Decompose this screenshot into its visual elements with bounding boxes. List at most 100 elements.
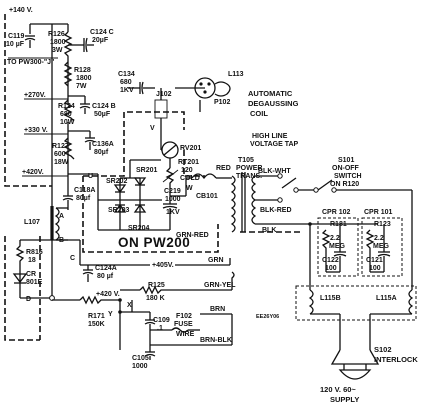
r127-ref: R127 <box>52 143 69 150</box>
node-v: V <box>150 125 155 132</box>
r125-resistor <box>120 285 200 295</box>
r181-ref: R181 <box>330 221 347 228</box>
high-line-label: HIGH LINE <box>252 133 288 140</box>
s101-switch: SWITCH <box>334 173 362 180</box>
wire-red-label: RED <box>216 165 231 172</box>
node-a: A <box>59 213 64 220</box>
node-d: D <box>26 296 31 303</box>
s101-on-r120: ON R120 <box>330 181 359 188</box>
c134-ref: C134 <box>118 71 135 78</box>
c124a-value: 80 µf <box>97 273 114 280</box>
wire-grn-red-label: GRN-RED <box>176 232 209 239</box>
r127-resistor <box>63 137 75 160</box>
f102-wire: WIRE <box>176 331 195 338</box>
r126-watt: 3W <box>52 47 63 54</box>
rail-330v-label: +330 V. <box>24 127 48 134</box>
on-pw200-label: ON PW200 <box>118 235 190 250</box>
r123-value: 2.2 <box>374 235 384 242</box>
r126-value: 1800 <box>50 39 66 46</box>
l115-chokes <box>295 285 417 350</box>
wire-blk-wht-label: BLK-WHT <box>258 168 291 175</box>
node-w: W <box>186 185 193 192</box>
to-pw300-label: TO PW300-"J" <box>7 59 54 66</box>
cpr102-ref: CPR 102 <box>322 209 351 216</box>
cb101-ref: CB101 <box>196 193 218 200</box>
r124-watt: 10W <box>60 119 75 126</box>
j102-connector <box>154 88 168 128</box>
s101-switch <box>277 173 413 216</box>
c109-ref: C109 <box>153 317 170 324</box>
c122-ref: C122 <box>322 257 339 264</box>
cr801e-value: 801E <box>26 279 43 286</box>
t105-transformer <box>230 172 278 233</box>
r171-ref: R171 <box>88 313 105 320</box>
r126-ref: R126 <box>48 31 65 38</box>
sr201-ref: SR201 <box>136 167 158 174</box>
c119-capacitor <box>24 35 36 48</box>
voltage-tap-label: VOLTAGE TAP <box>250 141 299 148</box>
board-border-pw200 <box>82 111 300 253</box>
c219-voltage: 1KV <box>166 209 180 216</box>
rail-405v <box>52 239 150 266</box>
c122-value: 100 <box>325 265 337 272</box>
cpr101-block <box>361 216 413 290</box>
r171-value: 150K <box>88 321 105 328</box>
r126-resistor <box>63 31 73 60</box>
c109-value: .1 <box>157 325 163 332</box>
r127-value: 600 <box>54 151 66 158</box>
c136a-value: 80µf <box>94 149 109 156</box>
rail-405v-label: +405V. <box>152 262 174 269</box>
r123-ref: R123 <box>374 221 391 228</box>
cb101-breaker <box>170 173 232 197</box>
c134-capacitor <box>128 81 155 95</box>
t105-trans: TRANS. <box>236 173 262 180</box>
r123-unit: MEG <box>373 243 390 250</box>
cr801e-diode <box>12 266 28 298</box>
board-border-left <box>4 14 52 341</box>
cpr101-ref: CPR 101 <box>364 209 393 216</box>
c118a-capacitor <box>62 190 74 210</box>
c119-ref: C119 <box>8 33 24 40</box>
r816-value: 18 <box>28 257 36 264</box>
rectifier-bridge <box>97 159 170 231</box>
l107-ref: L107 <box>24 219 40 226</box>
c124c-capacitor <box>68 37 94 53</box>
secondary-leads <box>175 258 235 346</box>
wire-grn-yel-label: GRN-YEL <box>204 282 236 289</box>
rail-270v-label: +270V. <box>24 92 46 99</box>
r125-ref: R125 <box>148 282 165 289</box>
c124b-capacitor <box>79 96 91 114</box>
degauss-line3: COIL <box>250 109 268 118</box>
c134-voltage: 1KV <box>120 87 134 94</box>
c124b-ref: C124 B <box>92 103 116 110</box>
s102-ref: S102 <box>374 345 392 354</box>
s102-interlock <box>330 349 380 380</box>
c119-value: 10 µF <box>6 41 25 48</box>
node-c: C <box>70 255 75 262</box>
rt201-value: 120 <box>181 167 193 174</box>
node-x: X <box>127 302 132 309</box>
c134-value: 680 <box>120 79 132 86</box>
degauss-line1: AUTOMATIC <box>248 89 293 98</box>
c124c-value: 20µF <box>92 37 109 44</box>
stamp-label: EE26Y06 <box>256 314 279 320</box>
l113-ref: L113 <box>228 71 244 78</box>
r128-watt: 7W <box>76 83 87 90</box>
cr801e-ref: CR <box>26 271 36 278</box>
r816-ref: R816 <box>26 249 43 256</box>
c124b-value: 50µF <box>94 111 111 118</box>
t105-ref: T105 <box>238 157 254 164</box>
r124-ref: R124 <box>58 103 75 110</box>
rv201-varistor <box>160 128 179 159</box>
node-u: U <box>88 173 93 180</box>
f102-ref: F102 <box>176 313 192 320</box>
r128-value: 1800 <box>76 75 92 82</box>
j102-ref: J102 <box>156 91 172 98</box>
rv201-ref: RV201 <box>180 145 201 152</box>
node-y: Y <box>108 311 113 318</box>
wire-brn-blk-label: BRN-BLK <box>200 337 232 344</box>
l107-choke <box>50 206 68 241</box>
c124c-ref: C124 C <box>90 29 114 36</box>
r128-ref: R128 <box>74 67 91 74</box>
r181-unit: MEG <box>329 243 346 250</box>
